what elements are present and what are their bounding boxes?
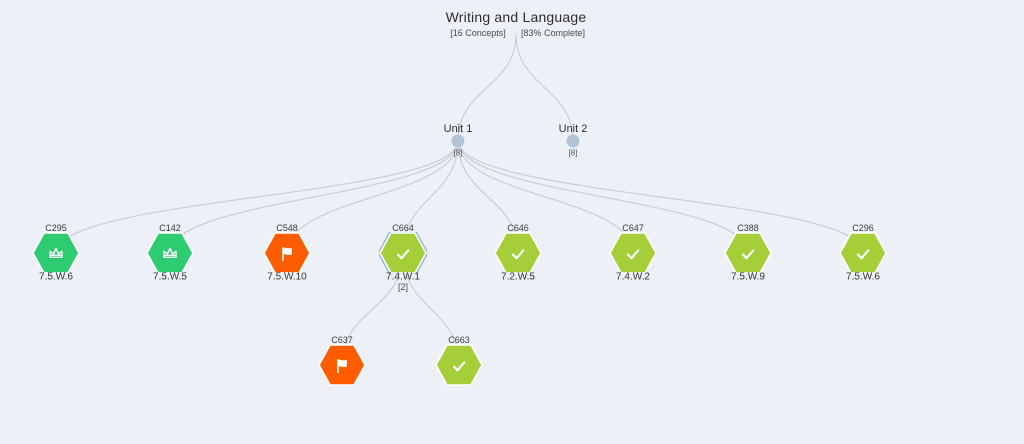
- unit-count-unit1: [8]: [453, 148, 463, 158]
- edge-unit1-C296: [457, 140, 864, 254]
- concept-sublabel-C664: [2]: [397, 282, 409, 292]
- edge-unit1-C295: [55, 140, 459, 254]
- concept-code-C637: C637: [331, 335, 353, 345]
- hexagon-shape: [724, 232, 772, 274]
- unit-count-unit2: [8]: [568, 148, 578, 158]
- flag-icon: [337, 359, 347, 374]
- crown-icon: [49, 247, 63, 258]
- concept-node-C548[interactable]: [263, 232, 311, 274]
- hexagon-shape: [494, 232, 542, 274]
- hexagon-shape: [318, 344, 366, 386]
- edge-root-unit2: [515, 33, 574, 142]
- edge-unit1-C142: [169, 140, 459, 254]
- concept-node-C647[interactable]: [609, 232, 657, 274]
- concept-code-C296: C296: [852, 223, 874, 233]
- concept-standard-C647: 7.4.W.2: [616, 271, 650, 283]
- concept-code-C548: C548: [276, 223, 298, 233]
- concept-code-C295: C295: [45, 223, 67, 233]
- check-icon: [741, 249, 755, 260]
- concept-node-C664[interactable]: [379, 232, 427, 274]
- concept-code-C646: C646: [507, 223, 529, 233]
- edge-unit1-C647: [457, 140, 634, 254]
- unit-label-unit1: Unit 1: [443, 123, 473, 135]
- unit-node-unit1[interactable]: [451, 134, 465, 148]
- check-icon: [626, 249, 640, 260]
- concepts-count-label: [16 Concepts]: [450, 28, 506, 38]
- concept-node-C637[interactable]: [318, 344, 366, 386]
- concept-standard-C646: 7.2.W.5: [501, 271, 535, 283]
- hexagon-shape: [609, 232, 657, 274]
- concept-code-C647: C647: [622, 223, 644, 233]
- concept-node-C663[interactable]: [435, 344, 483, 386]
- concept-code-C663: C663: [448, 335, 470, 345]
- hexagon-shape: [146, 232, 194, 274]
- concept-standard-C295: 7.5.W.6: [39, 271, 73, 283]
- hexagon-shape: [32, 232, 80, 274]
- concept-node-C295[interactable]: [32, 232, 80, 274]
- unit-node-unit2[interactable]: [566, 134, 580, 148]
- concept-standard-C142: 7.5.W.5: [153, 271, 187, 283]
- concept-node-C296[interactable]: [839, 232, 887, 274]
- check-icon: [396, 249, 410, 260]
- concept-node-C142[interactable]: [146, 232, 194, 274]
- concept-code-C664: C664: [392, 223, 414, 233]
- check-icon: [511, 249, 525, 260]
- edge-unit1-C388: [457, 140, 749, 254]
- concept-standard-C548: 7.5.W.10: [267, 271, 307, 283]
- check-icon: [452, 361, 466, 372]
- crown-icon: [163, 247, 177, 258]
- check-icon: [856, 249, 870, 260]
- concept-node-C388[interactable]: [724, 232, 772, 274]
- hexagon-shape: [263, 232, 311, 274]
- concept-node-C646[interactable]: [494, 232, 542, 274]
- map-title: Writing and Language: [445, 9, 587, 25]
- concept-standard-C296: 7.5.W.6: [846, 271, 880, 283]
- hexagon-shape: [435, 344, 483, 386]
- flag-icon: [282, 247, 292, 262]
- hexagon-shape: [379, 232, 427, 274]
- unit-label-unit2: Unit 2: [558, 123, 588, 135]
- concept-code-C388: C388: [737, 223, 759, 233]
- hexagon-shape: [839, 232, 887, 274]
- concept-code-C142: C142: [159, 223, 181, 233]
- concept-standard-C388: 7.5.W.9: [731, 271, 765, 283]
- concept-standard-C664: 7.4.W.1: [386, 271, 420, 283]
- complete-percent-label: [83% Complete]: [520, 28, 586, 38]
- edge-root-unit1: [457, 33, 517, 142]
